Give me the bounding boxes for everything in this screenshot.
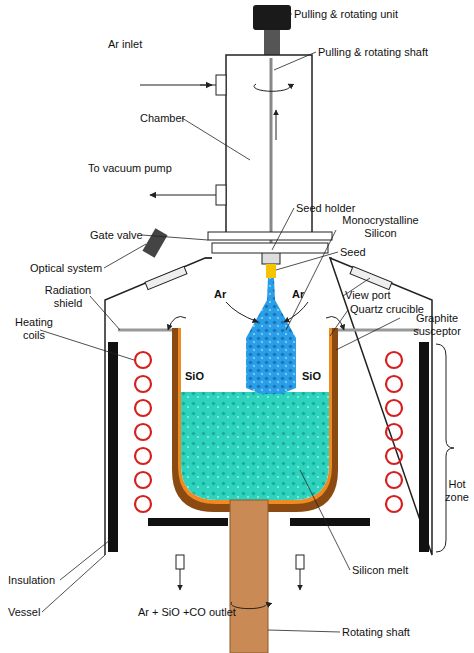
part-label: Pulling & rotating unit bbox=[294, 8, 398, 21]
part-label: Optical system bbox=[30, 262, 102, 275]
rotation-arrow bbox=[231, 602, 267, 609]
pulling-shaft bbox=[270, 58, 273, 262]
part-label: Gate valve bbox=[90, 229, 143, 242]
part-label: Silicon melt bbox=[352, 564, 408, 577]
part-label: Monocrystalline Silicon bbox=[338, 214, 423, 240]
part-label: Rotating shaft bbox=[342, 626, 410, 639]
monocrystalline-ingot bbox=[246, 278, 296, 394]
part-label: Graphite susceptor bbox=[402, 312, 472, 338]
part-label: SiO bbox=[185, 370, 204, 383]
part-label: Ar bbox=[214, 288, 226, 301]
part-label: Seed holder bbox=[296, 202, 355, 215]
insulation bbox=[419, 342, 429, 552]
insulation bbox=[148, 518, 228, 526]
bottom-shaft bbox=[230, 500, 268, 653]
outlet-arrow bbox=[300, 569, 301, 590]
part-label: Ar inlet bbox=[108, 38, 142, 51]
view-port bbox=[350, 266, 392, 289]
part-label: View port bbox=[345, 289, 391, 302]
part-label: Ar + SiO +CO outlet bbox=[138, 606, 236, 619]
part-label: Vessel bbox=[8, 606, 40, 619]
inlet-flange bbox=[216, 75, 226, 95]
gate-valve bbox=[212, 243, 328, 253]
part-label: Hot zone bbox=[440, 478, 474, 504]
insulation bbox=[108, 342, 118, 552]
pump-flange bbox=[216, 185, 226, 205]
part-label: Ar bbox=[292, 288, 304, 301]
part-label: Quartz crucible bbox=[350, 303, 424, 316]
part-label: SiO bbox=[302, 370, 321, 383]
part-label: Pulling & rotating shaft bbox=[318, 46, 428, 59]
gate-valve bbox=[208, 232, 332, 240]
part-label: To vacuum pump bbox=[88, 162, 172, 175]
outlet-arrow bbox=[180, 569, 181, 590]
part-label: Chamber bbox=[140, 112, 185, 125]
part-label: Seed bbox=[340, 246, 366, 259]
pump-arrow bbox=[150, 194, 216, 195]
part-label: Insulation bbox=[8, 574, 55, 587]
part-label: Radiation shield bbox=[40, 284, 96, 310]
pull-arrow bbox=[276, 110, 277, 140]
gas-flow-arrows bbox=[168, 302, 344, 330]
insulation bbox=[290, 518, 370, 526]
radiation-shield bbox=[118, 329, 176, 332]
part-label: Heating coils bbox=[8, 316, 60, 342]
rotation-arrow bbox=[254, 84, 290, 91]
leader-lines bbox=[40, 14, 400, 632]
outlet-pipe bbox=[176, 555, 184, 569]
view-port bbox=[145, 266, 187, 289]
seed bbox=[266, 264, 276, 278]
pulling-unit bbox=[253, 5, 291, 30]
hot-zone-bracket bbox=[436, 344, 454, 552]
ar-inlet-arrow bbox=[140, 84, 212, 85]
optical-system bbox=[142, 228, 167, 258]
outlet-pipe bbox=[296, 555, 304, 569]
shaft-top bbox=[264, 30, 280, 58]
